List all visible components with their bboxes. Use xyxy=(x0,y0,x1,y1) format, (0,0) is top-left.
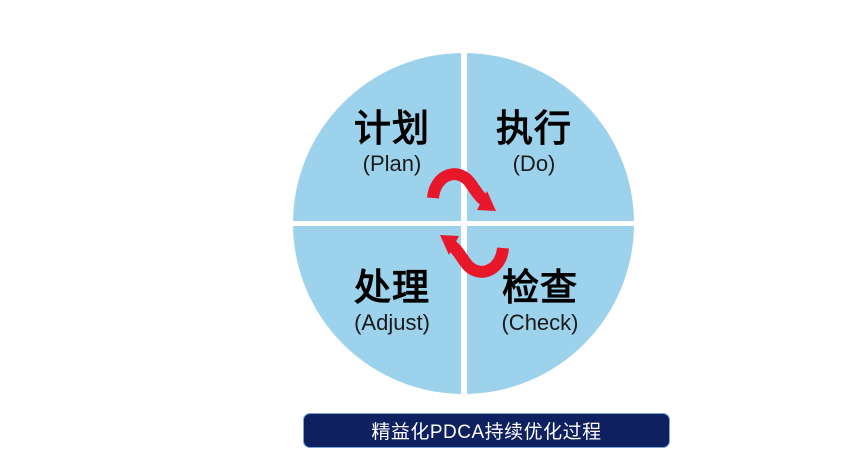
quadrant-divider-horizontal xyxy=(292,221,635,226)
quadrant-check-label-cjk: 检查 xyxy=(502,267,578,308)
quadrant-adjust: 处理 (Adjust) xyxy=(317,269,467,334)
quadrant-do-label-cjk: 执行 xyxy=(496,108,572,149)
quadrant-plan-label-en: (Plan) xyxy=(362,151,422,176)
pdca-circle: 计划 (Plan) 执行 (Do) 处理 (Adjust) 检查 (Check) xyxy=(292,52,635,395)
process-title-text: 精益化PDCA持续优化过程 xyxy=(371,422,602,443)
quadrant-adjust-label-cjk: 处理 xyxy=(354,267,430,308)
quadrant-adjust-label-en: (Adjust) xyxy=(354,310,430,335)
quadrant-do-label-en: (Do) xyxy=(512,151,556,176)
quadrant-plan-label-cjk: 计划 xyxy=(354,108,430,149)
quadrant-do: 执行 (Do) xyxy=(459,110,609,175)
process-title-banner: 精益化PDCA持续优化过程 xyxy=(303,413,670,448)
quadrant-check-label-en: (Check) xyxy=(501,310,579,335)
quadrant-check: 检查 (Check) xyxy=(465,269,615,334)
quadrant-plan: 计划 (Plan) xyxy=(317,110,467,175)
